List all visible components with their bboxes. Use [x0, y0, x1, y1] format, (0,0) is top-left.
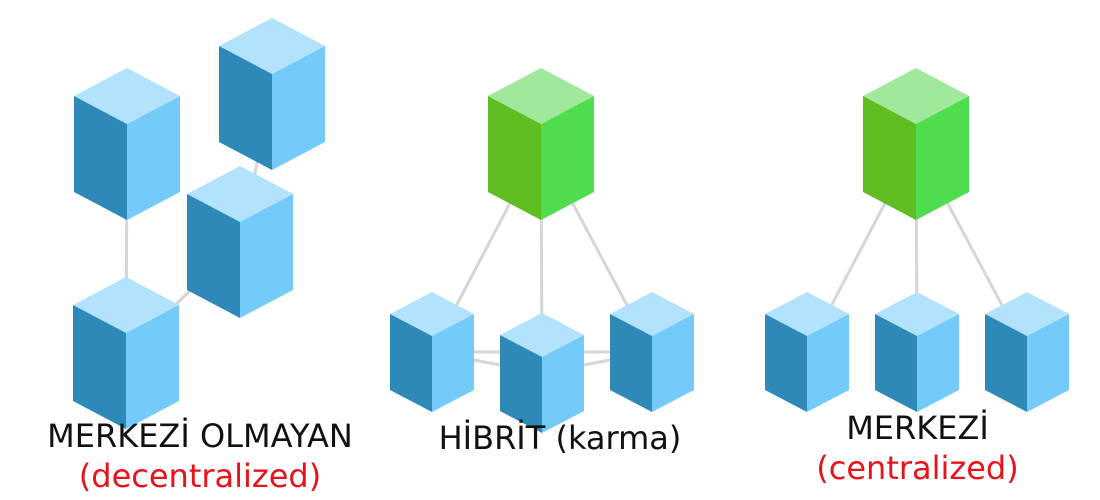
cube-left-face	[500, 335, 542, 433]
centralized-title: MERKEZİ	[846, 409, 989, 447]
cube-left-face	[488, 96, 541, 220]
centralized-label: MERKEZİ (centralized)	[765, 408, 1070, 488]
cube-left-face	[875, 314, 917, 412]
centralized-hub-node	[863, 68, 969, 220]
cube-left-face	[765, 314, 807, 412]
node-cubes	[73, 18, 1069, 433]
decentralized-node-1	[74, 68, 180, 220]
cube-right-face	[126, 305, 179, 429]
centralized-subtitle: (centralized)	[816, 449, 1019, 487]
cube-left-face	[219, 46, 272, 170]
hybrid-node-3	[610, 292, 694, 412]
cube-left-face	[73, 305, 126, 429]
cube-right-face	[916, 96, 969, 220]
cube-left-face	[74, 96, 127, 220]
cube-right-face	[432, 314, 474, 412]
cube-left-face	[863, 96, 916, 220]
cube-right-face	[652, 314, 694, 412]
hybrid-label: HİBRİT (karma)	[380, 418, 740, 458]
hybrid-hub-node	[488, 68, 594, 220]
cube-right-face	[541, 96, 594, 220]
centralized-node-2	[875, 292, 959, 412]
hybrid-node-2	[500, 313, 584, 433]
centralized-node-3	[985, 292, 1069, 412]
decentralized-label: MERKEZİ OLMAYAN (decentralized)	[20, 416, 380, 496]
cube-left-face	[187, 194, 240, 318]
cube-right-face	[127, 96, 180, 220]
cube-right-face	[542, 335, 584, 433]
cube-right-face	[1027, 314, 1069, 412]
centralized-node-1	[765, 292, 849, 412]
decentralized-node-2	[219, 18, 325, 170]
cube-left-face	[610, 314, 652, 412]
decentralized-subtitle: (decentralized)	[78, 457, 322, 495]
cube-right-face	[240, 194, 293, 318]
hybrid-node-1	[390, 292, 474, 412]
decentralized-title: MERKEZİ OLMAYAN	[47, 417, 353, 455]
decentralized-node-3	[187, 166, 293, 318]
cube-right-face	[807, 314, 849, 412]
cube-right-face	[917, 314, 959, 412]
cube-left-face	[390, 314, 432, 412]
cube-left-face	[985, 314, 1027, 412]
cube-right-face	[272, 46, 325, 170]
hybrid-title: HİBRİT (karma)	[438, 419, 682, 457]
decentralized-node-4	[73, 277, 179, 429]
